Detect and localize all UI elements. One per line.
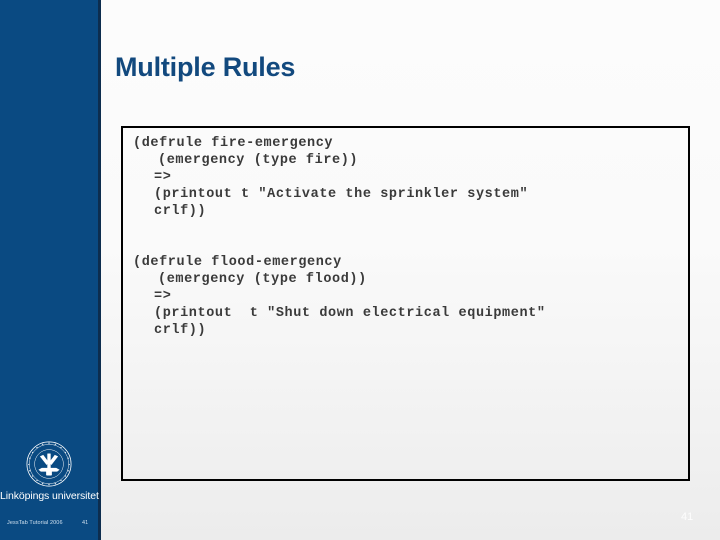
sidebar-edge-divider bbox=[98, 0, 101, 540]
footer-slide-number: 41 bbox=[82, 520, 89, 526]
code-line: (emergency (type flood)) bbox=[158, 272, 367, 287]
footer-course-label: JessTab Tutorial 2006 bbox=[7, 520, 63, 526]
code-line: (printout t ″Shut down electrical equipm… bbox=[154, 306, 546, 321]
code-line: crlf)) bbox=[154, 204, 207, 219]
code-line: => bbox=[154, 170, 172, 185]
code-line: (defrule flood-emergency bbox=[133, 255, 342, 270]
code-blank-line bbox=[133, 239, 688, 256]
code-line: (emergency (type fire)) bbox=[158, 153, 359, 168]
page-number: 41 bbox=[681, 511, 694, 523]
page-title: Multiple Rules bbox=[115, 52, 296, 82]
code-block: (defrule fire-emergency (emergency (type … bbox=[121, 126, 690, 481]
code-line: => bbox=[154, 289, 172, 304]
slide-footer: JessTab Tutorial 2006 41 bbox=[0, 518, 98, 530]
sidebar-band bbox=[0, 0, 98, 540]
university-logo-block: Linköpings universitet bbox=[0, 440, 99, 502]
code-line: (defrule fire-emergency bbox=[133, 136, 334, 151]
code-blank-line bbox=[133, 222, 688, 239]
code-line: crlf)) bbox=[154, 323, 207, 338]
university-wordmark: Linköpings universitet bbox=[0, 490, 99, 502]
linkopings-universitet-seal-icon bbox=[26, 441, 72, 487]
code-line: (printout t ″Activate the sprinkler syst… bbox=[154, 187, 529, 202]
